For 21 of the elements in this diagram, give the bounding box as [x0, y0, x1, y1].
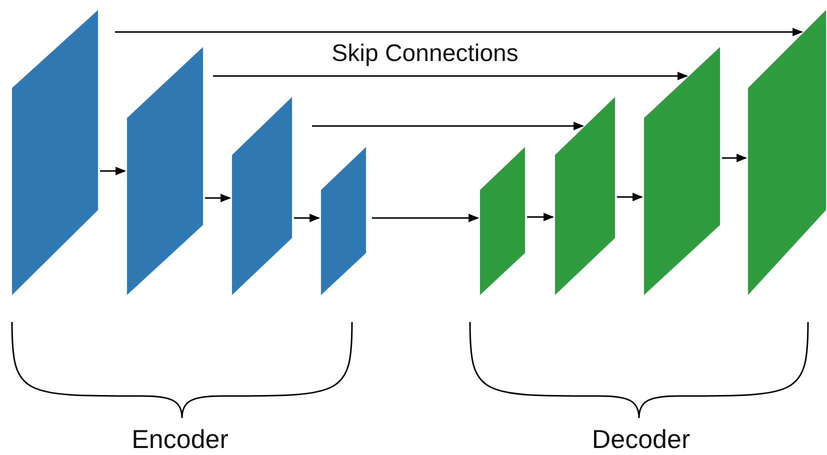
feature-map-block	[480, 147, 525, 295]
section-label: Encoder	[132, 424, 228, 455]
feature-map-block	[12, 10, 98, 295]
arrow	[213, 72, 688, 80]
feature-map-block	[321, 147, 366, 295]
arrow	[294, 214, 320, 222]
arrow	[527, 212, 554, 222]
arrow	[100, 166, 126, 176]
annotation-label: Skip Connections	[332, 40, 518, 68]
feature-map-block	[644, 47, 720, 295]
arrow	[722, 154, 748, 162]
feature-map-block	[232, 97, 292, 295]
arrow	[115, 28, 804, 36]
arrow	[617, 192, 644, 202]
arrow	[372, 214, 480, 222]
feature-map-block	[748, 10, 826, 295]
feature-map-block	[127, 47, 203, 295]
arrow	[312, 122, 584, 130]
section-label: Decoder	[592, 424, 690, 455]
feature-map-block	[555, 97, 615, 295]
arrow	[205, 194, 232, 202]
